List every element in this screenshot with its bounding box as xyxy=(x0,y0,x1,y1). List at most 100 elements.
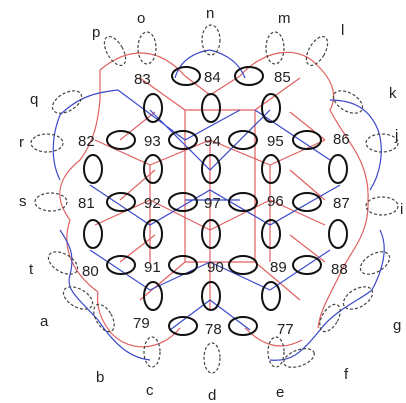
ring-h-89-88 xyxy=(292,255,322,275)
dashed-ring-l xyxy=(305,35,329,67)
ring-h-81-92 xyxy=(106,192,136,212)
dashed-ring-r xyxy=(30,133,64,153)
dashed-ring-m xyxy=(265,31,285,65)
letter-m: m xyxy=(278,10,291,27)
red-outer-loop xyxy=(59,51,369,348)
node-95: 95 xyxy=(267,133,284,150)
node-97: 97 xyxy=(204,195,221,212)
node-84: 84 xyxy=(204,69,221,86)
dashed-ring-q xyxy=(51,90,83,114)
letter-n: n xyxy=(206,5,214,22)
ring-h-80-91 xyxy=(106,255,136,275)
node-81: 81 xyxy=(78,195,95,212)
node-labels: 83 84 85 82 93 94 95 86 81 92 97 96 87 8… xyxy=(78,69,350,338)
ring-v-84-94 xyxy=(201,93,221,123)
ring-h-96-87 xyxy=(292,192,322,212)
ring-h-78-77 xyxy=(228,316,258,336)
node-93: 93 xyxy=(144,133,161,150)
dashed-ring-g xyxy=(342,286,374,310)
node-96: 96 xyxy=(267,193,284,210)
dashed-ring-e xyxy=(267,336,285,368)
letter-p: p xyxy=(92,24,100,41)
letter-q: q xyxy=(30,91,38,108)
ring-v-90-78 xyxy=(201,281,221,311)
letter-d: d xyxy=(208,387,216,403)
ring-v-83-93 xyxy=(143,93,163,123)
dashed-ring-extra-l xyxy=(283,348,315,368)
letter-j: j xyxy=(394,127,398,144)
ring-v-89-77 xyxy=(261,281,281,311)
red-rings-crossings xyxy=(119,75,326,263)
ring-v-91-79 xyxy=(143,281,163,311)
letter-c: c xyxy=(146,382,154,399)
node-91: 91 xyxy=(144,259,161,276)
dashed-ring-b xyxy=(93,303,115,333)
letter-t: t xyxy=(29,261,34,278)
blue-outer-loop xyxy=(52,49,385,361)
letter-a: a xyxy=(40,313,49,330)
letter-e: e xyxy=(276,384,284,401)
dashed-ring-i xyxy=(365,196,399,216)
letter-labels: o n m p l q k r j s i t a g b f c d e xyxy=(19,5,403,403)
node-94: 94 xyxy=(204,133,221,150)
letter-o: o xyxy=(137,10,145,27)
dashed-ring-h xyxy=(359,251,391,275)
ring-h-84-85 xyxy=(234,66,264,86)
dashed-ring-s xyxy=(34,192,68,212)
node-83: 83 xyxy=(134,71,151,88)
dashed-ring-c xyxy=(143,336,161,368)
node-87: 87 xyxy=(333,195,350,212)
ring-v-81-80 xyxy=(83,219,103,249)
node-77: 77 xyxy=(277,321,294,338)
ring-v-95-96 xyxy=(261,154,281,184)
ring-v-97-90 xyxy=(201,219,221,249)
ring-h-93-94 xyxy=(168,130,198,150)
node-80: 80 xyxy=(82,263,99,280)
dashed-ring-p xyxy=(103,35,127,67)
ring-h-83-84 xyxy=(171,66,201,86)
dashed-ring-n xyxy=(201,24,221,56)
dashed-ring-t xyxy=(47,251,79,275)
ring-h-79-78 xyxy=(168,316,198,336)
ring-v-86-87 xyxy=(328,154,348,184)
blue-strands xyxy=(52,49,385,361)
node-82: 82 xyxy=(78,133,95,150)
letter-g: g xyxy=(393,317,401,334)
ring-h-90-89 xyxy=(228,255,258,275)
solid-rings xyxy=(83,66,348,336)
dashed-ring-o xyxy=(137,31,157,65)
node-78: 78 xyxy=(205,321,222,338)
ring-v-92-91 xyxy=(143,219,163,249)
node-86: 86 xyxy=(333,131,350,148)
letter-s: s xyxy=(19,193,27,210)
ring-v-82-81 xyxy=(83,154,103,184)
ring-h-82-93 xyxy=(106,130,136,150)
dashed-ring-f xyxy=(319,303,341,333)
ring-v-94-97 xyxy=(201,154,221,184)
dashed-ring-d xyxy=(203,342,221,374)
red-strands xyxy=(59,51,369,348)
ring-h-97-96 xyxy=(228,192,258,212)
node-89: 89 xyxy=(270,259,287,276)
blue-inner-diagonals xyxy=(89,89,341,331)
letter-i: i xyxy=(400,201,403,218)
ring-h-92-97 xyxy=(168,192,198,212)
letter-l: l xyxy=(341,22,344,39)
ring-v-87-88 xyxy=(328,219,348,249)
ring-h-94-95 xyxy=(228,130,258,150)
letter-r: r xyxy=(19,134,24,151)
dashed-ring-j xyxy=(365,133,399,153)
letter-f: f xyxy=(344,366,349,383)
node-88: 88 xyxy=(331,261,348,278)
ring-v-96-89 xyxy=(261,219,281,249)
letter-k: k xyxy=(389,85,397,102)
letter-b: b xyxy=(96,369,104,386)
dashed-ring-a xyxy=(62,286,94,310)
ring-h-91-90 xyxy=(168,255,198,275)
node-92: 92 xyxy=(144,195,161,212)
ring-h-95-86 xyxy=(292,130,322,150)
ring-v-85-95 xyxy=(261,93,281,123)
node-90: 90 xyxy=(207,259,224,276)
ring-v-93-92 xyxy=(143,154,163,184)
